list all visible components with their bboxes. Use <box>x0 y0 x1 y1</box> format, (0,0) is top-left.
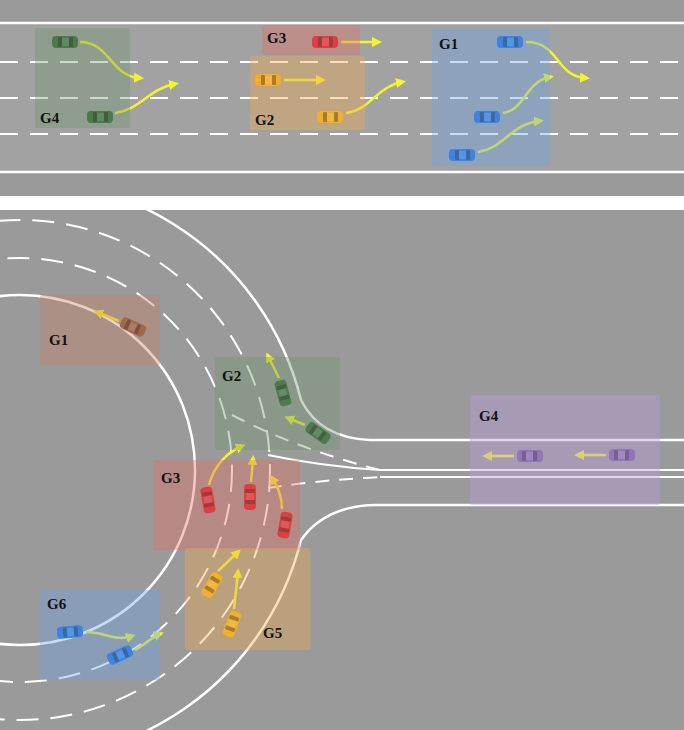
group-region: G1 <box>40 295 160 365</box>
group-region: G2 <box>215 357 340 450</box>
group-label: G4 <box>479 409 498 424</box>
group-label: G6 <box>47 597 66 612</box>
group-label: G3 <box>161 471 180 486</box>
group-region: G3 <box>262 25 360 55</box>
group-region: G3 <box>153 460 300 550</box>
group-label: G2 <box>222 369 241 384</box>
group-region: G4 <box>35 28 130 128</box>
group-region: G1 <box>432 28 550 166</box>
group-label: G2 <box>255 113 274 128</box>
group-label: G3 <box>267 31 286 46</box>
group-label: G5 <box>263 626 282 641</box>
group-label: G4 <box>40 111 59 126</box>
group-region: G6 <box>40 590 160 680</box>
group-region: G5 <box>185 548 310 650</box>
group-region: G4 <box>470 395 660 505</box>
group-label: G1 <box>49 333 68 348</box>
group-label: G1 <box>439 37 458 52</box>
group-region: G2 <box>250 56 365 130</box>
